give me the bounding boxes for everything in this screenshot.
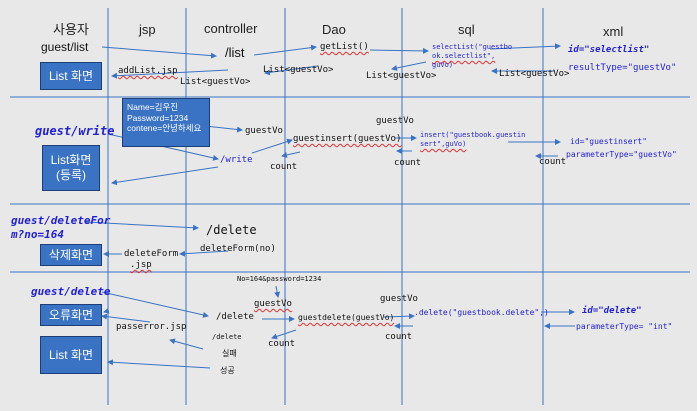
- list-dao-method: getList(): [320, 42, 369, 52]
- delete-error-jsp: passerror.jsp: [116, 322, 187, 332]
- list-request-label: guest/list: [41, 40, 89, 54]
- write-dao-method: guestinsert(guestVo): [293, 134, 402, 144]
- delete-xml-param: parameterType= "int": [576, 322, 673, 331]
- deleteform-url: /delete: [206, 223, 257, 237]
- delete-fail-label: 실패: [222, 349, 237, 358]
- header-controller: controller: [204, 21, 258, 36]
- list-arrows: [101, 43, 561, 79]
- delete-count-controller: count: [268, 339, 296, 349]
- write-screen-line1: List화면: [50, 153, 92, 167]
- write-note-name: Name=김우진: [127, 102, 179, 112]
- list-dao-return: List<guestVo>: [263, 65, 334, 75]
- list-sql-return: List<guestVo>: [366, 71, 437, 81]
- write-sql-call-1: insert("guestbook.guestin: [420, 131, 526, 139]
- deleteform-request-line1: guest/deleteFor: [11, 214, 111, 227]
- write-url: /write: [220, 155, 253, 165]
- header-dao: Dao: [322, 22, 346, 37]
- delete-vo-param: guestVo: [254, 299, 292, 309]
- delete-sql-call: .delete("guestbook.delete",): [414, 308, 549, 317]
- header-sql: sql: [458, 22, 475, 37]
- delete-list-screen-box: List 화면: [40, 336, 102, 374]
- delete-xml-id: id="delete": [582, 306, 642, 316]
- delete-params: No=164&password=1234: [237, 275, 322, 283]
- write-xml-id: id="guestinsert": [570, 137, 648, 146]
- header-user: 사용자: [53, 22, 89, 37]
- deleteform-screen-box: 삭제화면: [40, 244, 102, 266]
- list-sql-call-2: ok.selectlist",: [432, 52, 496, 60]
- deleteform-request-line2: m?no=164: [11, 228, 64, 241]
- write-count-controller: count: [270, 162, 298, 172]
- list-screen-box: List 화면: [40, 62, 102, 90]
- delete-dao-method: guestdelete(guestVo): [298, 313, 395, 322]
- delete-label: /delete: [212, 333, 242, 341]
- column-dividers: [107, 8, 544, 405]
- delete-sql-vo: guestVo: [380, 294, 418, 304]
- delete-error-screen-box: 오류화면: [40, 304, 102, 326]
- list-xml-return: List<guestVo>: [499, 69, 570, 79]
- delete-request-label: guest/delete: [31, 285, 111, 298]
- write-sql-vo: guestVo: [376, 116, 414, 126]
- delete-url: /delete: [216, 312, 254, 322]
- write-count-sql: count: [394, 158, 422, 168]
- list-sql-call-1: selectList("guestbo: [432, 43, 513, 51]
- write-xml-param: parameterType="guestVo": [566, 150, 677, 159]
- deleteform-controller-call: deleteForm(no): [200, 244, 276, 254]
- list-controller-return: List<guestVo>: [180, 77, 251, 87]
- write-note-content: contene=안녕하세요: [127, 123, 202, 134]
- list-url: /list: [225, 45, 245, 60]
- delete-count-sql: count: [385, 332, 413, 342]
- write-form-params-note: Name=김우진 Password=1234 contene=안녕하세요: [122, 98, 210, 147]
- list-xml-result: resultType="guestVo": [568, 63, 677, 73]
- write-sql-call-2: sert",guVo): [420, 140, 467, 148]
- list-xml-id: id="selectlist": [568, 45, 650, 55]
- write-screen-line2: (등록): [55, 168, 87, 182]
- row-dividers: [10, 96, 690, 273]
- header-jsp: jsp: [139, 22, 156, 37]
- write-request-label: guest/write: [35, 124, 115, 138]
- write-screen-box: List화면 (등록): [42, 145, 100, 191]
- header-xml: xml: [603, 24, 624, 39]
- deleteform-jsp-line1: deleteForm: [124, 249, 179, 259]
- delete-arrows: [101, 285, 575, 369]
- write-vo-param: guestVo: [245, 126, 283, 136]
- list-add-jsp: addList.jsp: [118, 66, 178, 76]
- delete-success-label: 성공: [220, 366, 235, 375]
- list-sql-call-3: guVo): [432, 61, 454, 69]
- deleteform-jsp-line2: .jsp: [130, 260, 152, 270]
- write-count-xml: count: [539, 157, 567, 167]
- deleteform-arrows: [85, 221, 229, 257]
- write-note-password: Password=1234: [127, 112, 189, 123]
